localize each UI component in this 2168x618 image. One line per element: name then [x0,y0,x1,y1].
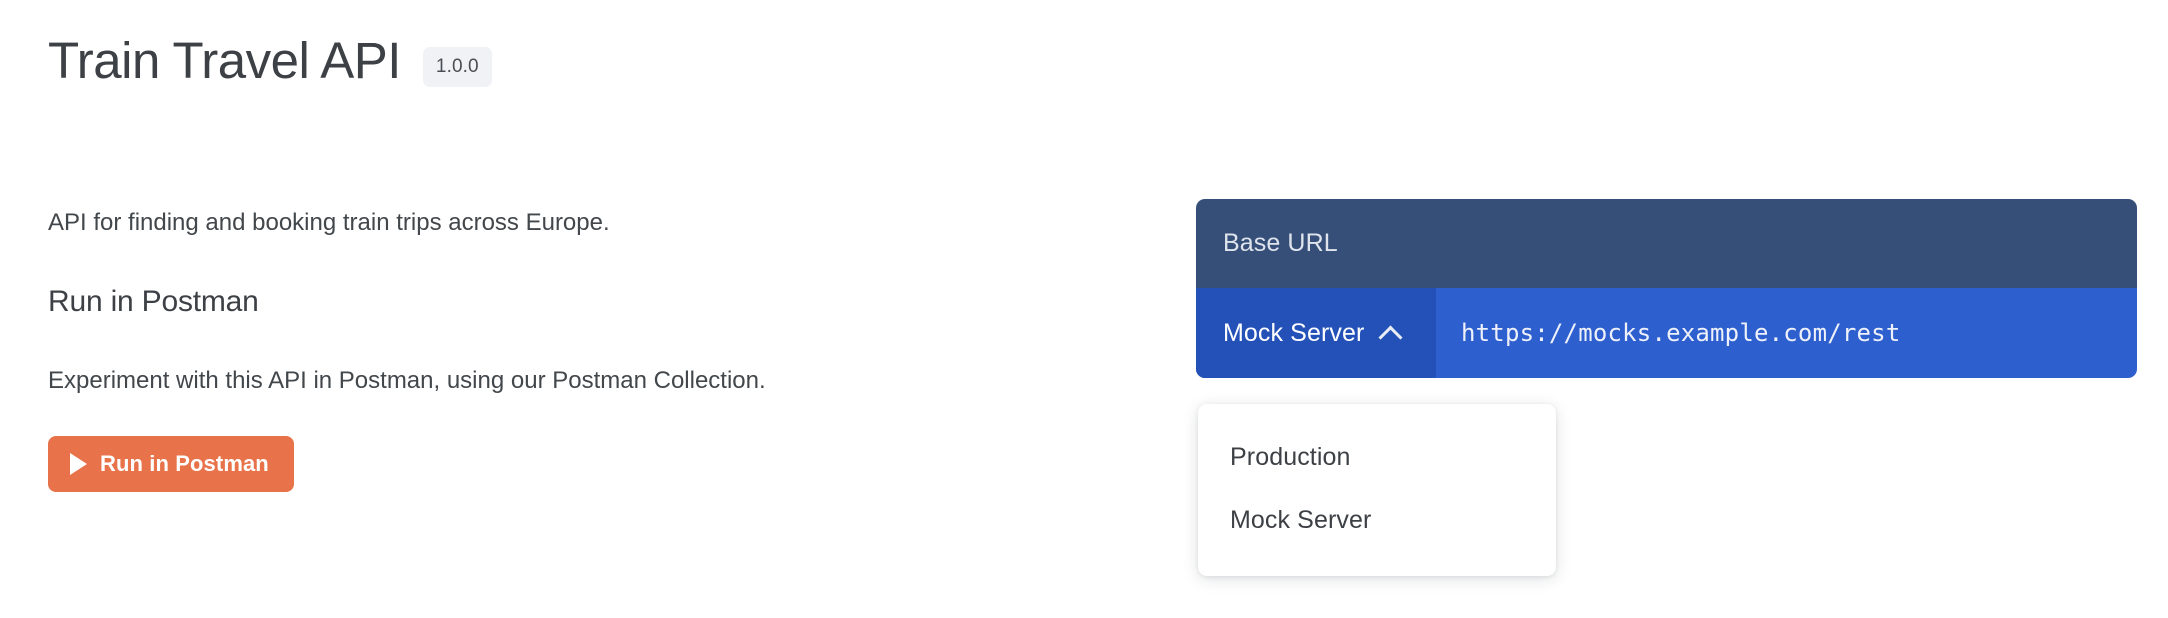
dropdown-option-production[interactable]: Production [1230,443,1351,471]
base-url-row: Mock Server https://mocks.example.com/re… [1196,288,2137,378]
server-select-value: Mock Server [1223,318,1365,347]
server-select-dropdown-trigger[interactable]: Mock Server [1196,288,1436,378]
api-description: API for finding and booking train trips … [48,209,610,236]
page-header: Train Travel API 1.0.0 [48,32,492,91]
base-url-value[interactable]: https://mocks.example.com/rest [1461,319,1901,347]
section-heading-run-in-postman: Run in Postman [48,285,259,318]
base-url-header: Base URL [1196,199,2137,288]
server-dropdown-menu: Production Mock Server [1198,404,1556,576]
version-badge: 1.0.0 [422,47,492,88]
base-url-panel: Base URL Mock Server https://mocks.examp… [1196,199,2137,378]
play-icon [70,453,87,475]
run-in-postman-button[interactable]: Run in Postman [48,436,294,492]
chevron-up-icon [1378,324,1403,350]
dropdown-option-mock-server[interactable]: Mock Server [1230,506,1372,534]
postman-description: Experiment with this API in Postman, usi… [48,367,766,394]
base-url-label: Base URL [1223,229,1338,257]
page-title: Train Travel API [48,32,401,89]
run-in-postman-button-label: Run in Postman [100,451,269,476]
main-content: API for finding and booking train trips … [48,205,1108,492]
